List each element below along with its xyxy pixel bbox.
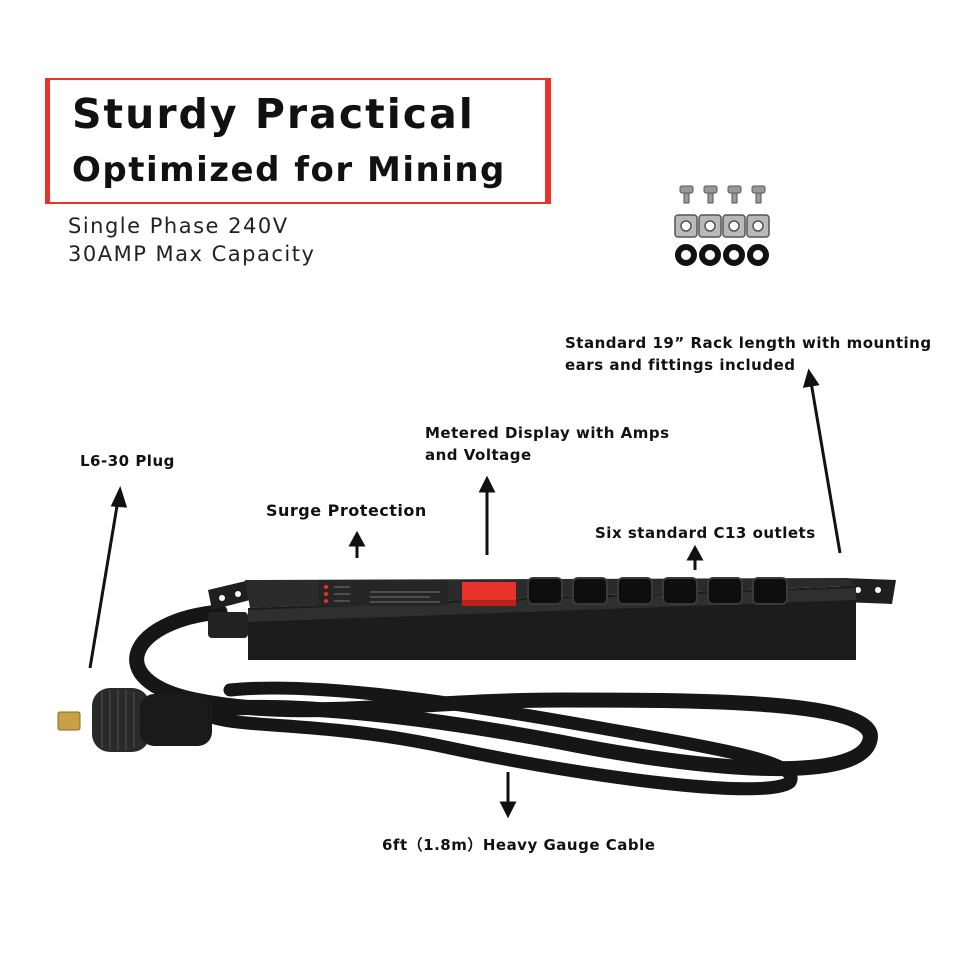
plug-arrow (88, 499, 120, 669)
callout-rack-line1: Standard 19” Rack length with mounting (565, 334, 932, 352)
callout-rack: Standard 19” Rack length with mounting e… (565, 332, 932, 376)
callout-rack-line2: ears and fittings included (565, 356, 796, 374)
spec-capacity: 30AMP Max Capacity (68, 242, 316, 266)
rack-arrow (809, 381, 842, 554)
callout-display: Metered Display with Amps and Voltage (425, 422, 670, 466)
callout-cable: 6ft（1.8m）Heavy Gauge Cable (382, 836, 656, 854)
cage-nuts (674, 214, 770, 238)
l6-30-plug (57, 688, 212, 752)
headline-subtitle: Optimized for Mining (72, 150, 506, 190)
callout-plug: L6-30 Plug (80, 452, 175, 470)
callout-display-line2: and Voltage (425, 446, 532, 464)
c13-outlets (527, 577, 788, 605)
callout-display-line1: Metered Display with Amps (425, 424, 670, 442)
mounting-hardware (674, 185, 770, 266)
washers (675, 244, 769, 266)
headline-box: Sturdy Practical Optimized for Mining (45, 78, 551, 204)
callout-arrows (88, 368, 842, 819)
surge-panel (318, 580, 448, 606)
spec-voltage: Single Phase 240V (68, 214, 289, 238)
headline-title: Sturdy Practical (72, 90, 475, 138)
left-mounting-ear (208, 580, 250, 610)
pdu-unit (208, 577, 896, 660)
screws (679, 185, 766, 204)
cable-gland (208, 612, 248, 638)
callout-surge: Surge Protection (266, 501, 427, 520)
callout-outlets: Six standard C13 outlets (595, 524, 816, 542)
